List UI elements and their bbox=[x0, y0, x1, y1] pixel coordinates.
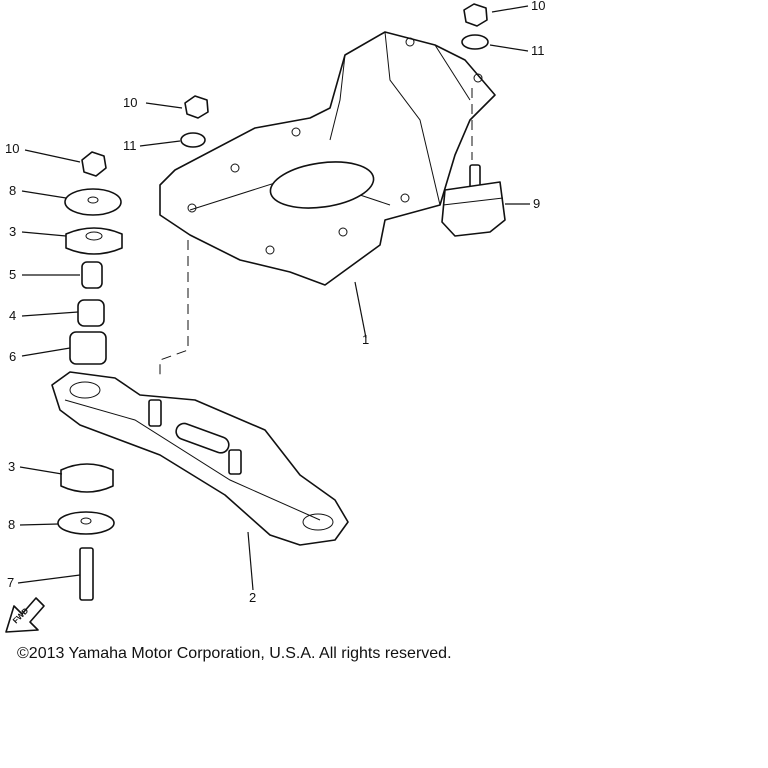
bolt-7 bbox=[79, 547, 94, 601]
label-6: 6 bbox=[9, 349, 16, 364]
label-3-lower: 3 bbox=[8, 459, 15, 474]
label-10-left: 10 bbox=[5, 141, 19, 156]
part-labels: 10 11 10 11 10 8 3 5 4 6 9 1 3 8 7 2 bbox=[5, 0, 545, 605]
bushing-6 bbox=[69, 331, 107, 365]
lower-engine-bracket bbox=[51, 371, 349, 546]
copyright-notice: ©2013 Yamaha Motor Corporation, U.S.A. A… bbox=[17, 645, 452, 662]
label-8-upper: 8 bbox=[9, 183, 16, 198]
label-10-top-right: 10 bbox=[531, 0, 545, 13]
collar-5 bbox=[81, 261, 103, 289]
label-5: 5 bbox=[9, 267, 16, 282]
nut-part-top-right bbox=[463, 3, 488, 27]
label-9: 9 bbox=[533, 196, 540, 211]
washer-8-lower bbox=[57, 511, 115, 535]
bushing-4 bbox=[77, 299, 105, 327]
nut-part-left bbox=[81, 151, 107, 177]
leader-lines bbox=[17, 5, 530, 591]
label-4: 4 bbox=[9, 308, 16, 323]
label-3-upper: 3 bbox=[9, 224, 16, 239]
label-11-top-right: 11 bbox=[531, 43, 545, 58]
damper-3-upper bbox=[65, 227, 123, 255]
label-11-mid: 11 bbox=[123, 138, 137, 153]
assembly-guide-line bbox=[159, 240, 189, 380]
label-1: 1 bbox=[362, 332, 369, 347]
rubber-mount bbox=[441, 164, 506, 237]
washer-part-top-right bbox=[461, 34, 489, 50]
washer-8-upper bbox=[64, 188, 122, 216]
label-8-lower: 8 bbox=[8, 517, 15, 532]
forward-arrow-icon: FWD bbox=[5, 597, 45, 633]
label-10-mid: 10 bbox=[123, 95, 137, 110]
upper-engine-bracket bbox=[159, 31, 496, 286]
label-2: 2 bbox=[249, 590, 256, 605]
washer-part-mid bbox=[180, 132, 206, 148]
label-7: 7 bbox=[7, 575, 14, 590]
nut-part-mid bbox=[184, 95, 209, 119]
damper-3-lower bbox=[60, 463, 114, 493]
